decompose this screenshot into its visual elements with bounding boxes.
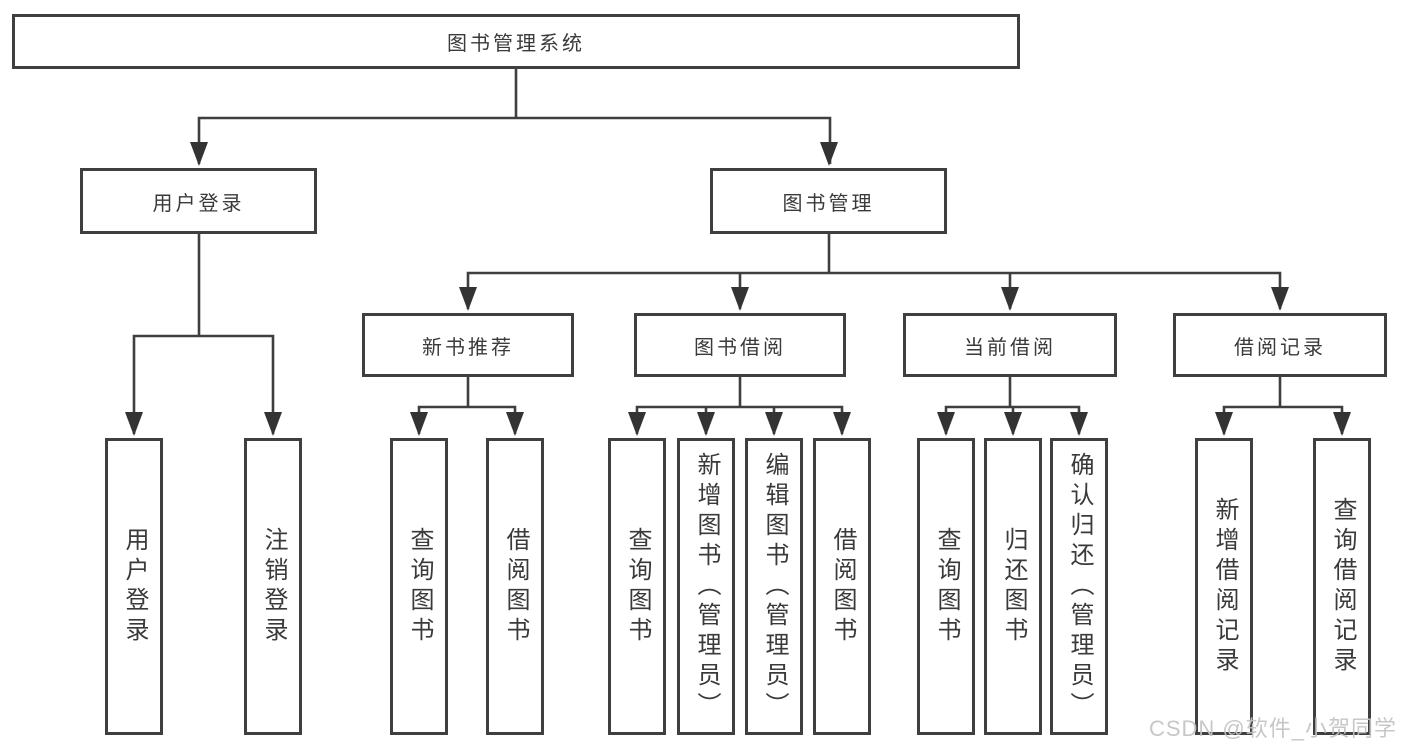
node-user-login-module: 用户登录 xyxy=(80,168,317,234)
leaf-confirm-return-admin: 确认归还（管理员） xyxy=(1050,438,1108,735)
node-book-borrow: 图书借阅 xyxy=(634,313,846,377)
node-root-system: 图书管理系统 xyxy=(12,14,1020,69)
leaf-add-borrow-record: 新增借阅记录 xyxy=(1195,438,1253,735)
arrowheads xyxy=(125,142,1351,436)
leaf-query-books-borrow: 查询图书 xyxy=(608,438,666,735)
node-book-management-module: 图书管理 xyxy=(710,168,947,234)
leaf-edit-book-admin: 编辑图书（管理员） xyxy=(745,438,803,735)
leaf-query-books-recommend: 查询图书 xyxy=(390,438,448,735)
node-borrow-records: 借阅记录 xyxy=(1173,313,1387,377)
node-current-borrow: 当前借阅 xyxy=(903,313,1117,377)
leaf-add-book-admin: 新增图书（管理员） xyxy=(677,438,735,735)
leaf-user-login: 用户登录 xyxy=(105,438,163,735)
leaf-logout: 注销登录 xyxy=(244,438,302,735)
leaf-query-borrow-record: 查询借阅记录 xyxy=(1313,438,1371,735)
leaf-borrow-books: 借阅图书 xyxy=(813,438,871,735)
leaf-query-books-current: 查询图书 xyxy=(917,438,975,735)
leaf-return-book: 归还图书 xyxy=(984,438,1042,735)
connector-paths xyxy=(132,68,1344,434)
node-new-book-recommend: 新书推荐 xyxy=(362,313,574,377)
leaf-borrow-books-recommend: 借阅图书 xyxy=(486,438,544,735)
